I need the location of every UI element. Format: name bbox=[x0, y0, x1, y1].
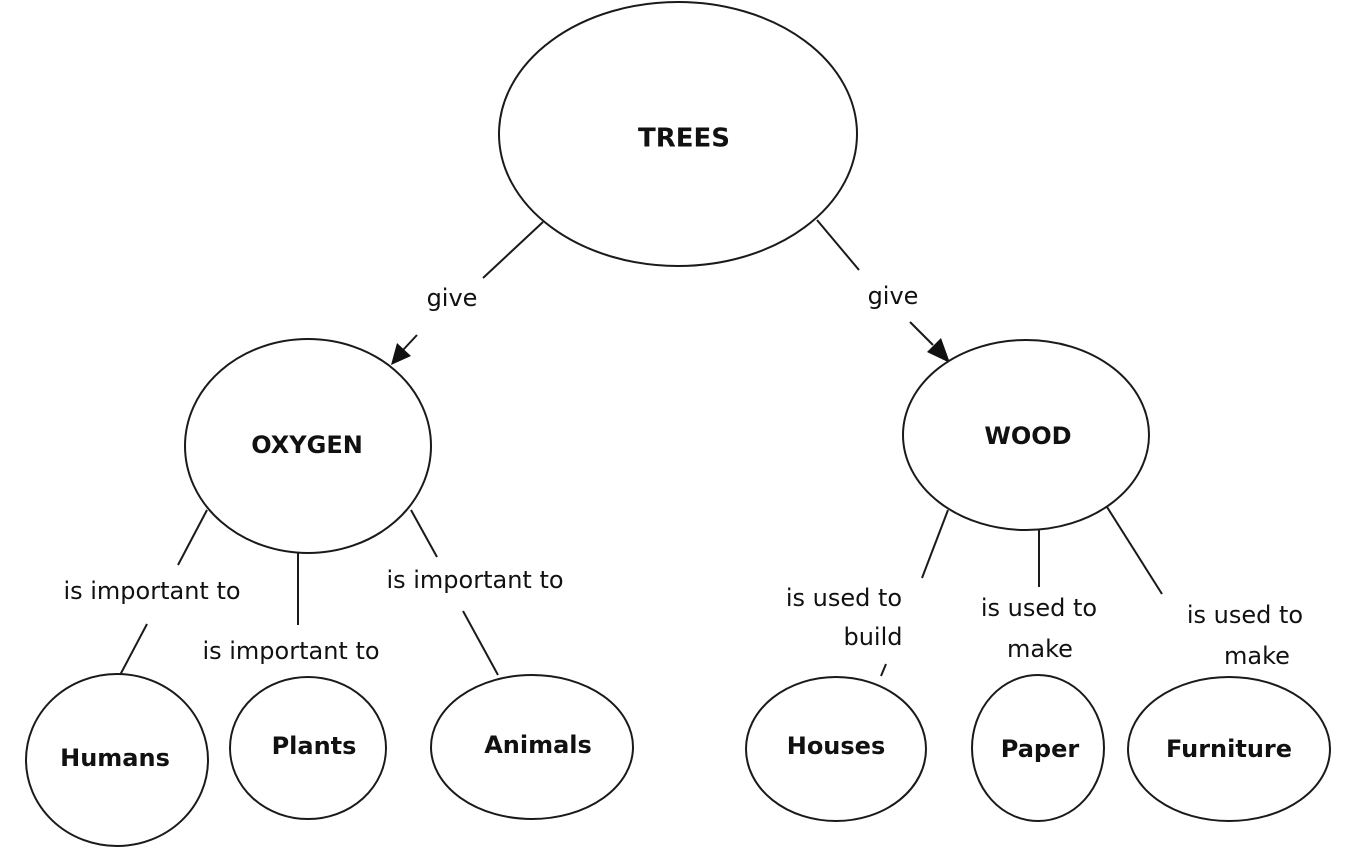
node-paper-label: Paper bbox=[1001, 735, 1080, 763]
edge-oxygen-animals-lower bbox=[462, 610, 499, 676]
node-humans: Humans bbox=[25, 673, 209, 847]
edge-oxygen-animals-upper bbox=[410, 509, 438, 558]
connectors bbox=[118, 219, 1163, 678]
node-wood: WOOD bbox=[902, 339, 1150, 531]
link-wood-furniture-label-line2: make bbox=[1224, 642, 1290, 670]
node-houses: Houses bbox=[745, 676, 927, 822]
node-animals-label: Animals bbox=[484, 731, 592, 759]
edge-trees-wood-upper bbox=[816, 219, 860, 271]
node-plants: Plants bbox=[229, 676, 387, 820]
node-humans-label: Humans bbox=[60, 744, 170, 772]
edge-wood-houses-lower bbox=[880, 663, 887, 677]
link-trees-wood-label: give bbox=[868, 282, 919, 310]
edge-wood-houses-upper bbox=[921, 509, 949, 579]
node-furniture: Furniture bbox=[1127, 676, 1331, 822]
node-animals: Animals bbox=[430, 674, 634, 820]
link-trees-oxygen-label: give bbox=[427, 284, 478, 312]
link-oxygen-animals-label: is important to bbox=[386, 566, 563, 594]
node-plants-label: Plants bbox=[272, 732, 357, 760]
link-wood-houses-label-line1: is used to bbox=[786, 584, 902, 612]
node-oxygen: OXYGEN bbox=[184, 338, 432, 554]
arrow-to-oxygen bbox=[391, 343, 411, 365]
edge-wood-furniture bbox=[1106, 506, 1163, 595]
arrow-to-wood bbox=[927, 338, 950, 363]
edge-oxygen-humans-lower bbox=[118, 623, 148, 678]
link-oxygen-plants-label: is important to bbox=[202, 637, 379, 665]
link-oxygen-humans-label: is important to bbox=[63, 577, 240, 605]
node-paper: Paper bbox=[971, 674, 1105, 822]
link-wood-furniture-label-line1: is used to bbox=[1187, 601, 1303, 629]
node-oxygen-label: OXYGEN bbox=[251, 431, 363, 459]
edge-oxygen-humans-upper bbox=[177, 509, 208, 566]
node-trees-label: TREES bbox=[638, 124, 730, 154]
link-wood-paper-label-line2: make bbox=[1007, 635, 1073, 663]
link-wood-paper-label-line1: is used to bbox=[981, 594, 1097, 622]
node-trees: TREES bbox=[498, 1, 858, 267]
edge-trees-oxygen-lower bbox=[402, 334, 418, 351]
node-furniture-label: Furniture bbox=[1166, 735, 1292, 763]
node-houses-label: Houses bbox=[787, 732, 886, 760]
link-wood-houses-label-line2: build bbox=[843, 623, 902, 651]
edge-trees-wood-lower bbox=[909, 321, 934, 346]
node-wood-label: WOOD bbox=[984, 422, 1071, 450]
link-labels: give give is important to is important t… bbox=[63, 282, 1303, 670]
edge-trees-oxygen-upper bbox=[482, 221, 544, 279]
